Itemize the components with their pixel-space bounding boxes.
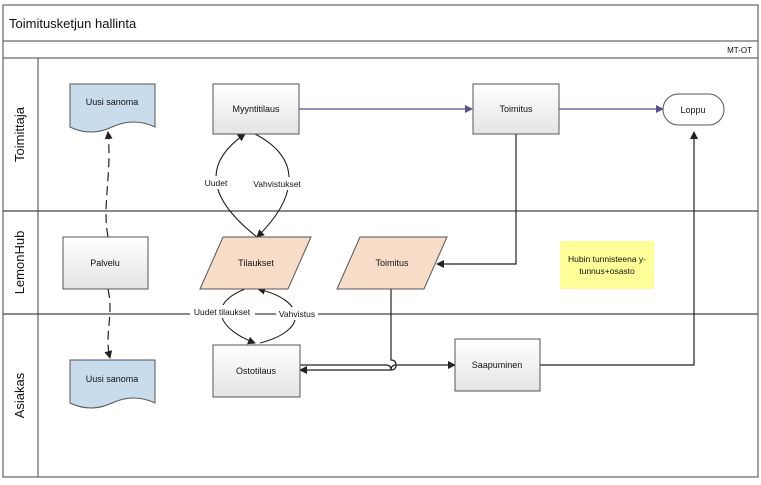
note-hubin-tunniste: Hubin tunnisteena y- tunnus+osasto [560, 241, 654, 289]
process-label: Ostotilaus [236, 366, 277, 376]
process-myyntitilaus[interactable]: Myyntitilaus [212, 83, 300, 135]
data-tilaukset[interactable]: Tilaukset [199, 236, 312, 290]
terminator-loppu[interactable]: Loppu [662, 93, 725, 126]
process-label: Toimitus [499, 104, 533, 114]
document-label: Uusi sanoma [86, 374, 139, 384]
label-bg-uudet [202, 176, 230, 189]
process-label: Palvelu [90, 258, 120, 268]
process-palvelu[interactable]: Palvelu [62, 236, 149, 290]
edge-palvelu-uusi-sanoma-bottom [104, 288, 113, 359]
terminator-label: Loppu [680, 105, 705, 115]
data-toimitus-hub[interactable]: Toimitus [336, 236, 448, 290]
edge-ostotilaus-saapuminen [300, 361, 456, 371]
document-label: Uusi sanoma [86, 97, 139, 107]
note-line-2: tunnus+osasto [579, 266, 635, 276]
edge-label-vahvistukset: Vahvistukset [253, 179, 301, 189]
label-bg-vahvistus [276, 307, 318, 320]
header-tag: MT-OT [727, 46, 752, 55]
document-uusi-sanoma-top[interactable]: Uusi sanoma [69, 83, 156, 133]
lane-label-lemonhub: LemonHub [12, 231, 27, 295]
lane-label-toimittaja: Toimittaja [12, 106, 27, 162]
process-label: Myyntitilaus [232, 104, 280, 114]
edge-label-vahvistus: Vahvistus [279, 309, 315, 319]
edge-label-uudet-tilaukset: Uudet tilaukset [194, 307, 251, 317]
phase-bar [2, 40, 759, 59]
edge-palvelu-uusi-sanoma-top [104, 131, 113, 238]
label-bg-uudet-tilaukset [190, 305, 255, 318]
edge-label-uudet: Uudet [205, 178, 228, 188]
title-bar [2, 4, 759, 42]
data-label: Tilaukset [238, 258, 274, 268]
diagram-title: Toimitusketjun hallinta [9, 16, 137, 31]
edge-toimitus-to-hub [436, 134, 517, 268]
process-ostotilaus[interactable]: Ostotilaus [212, 344, 301, 398]
label-bg-vahvistukset [249, 177, 305, 190]
edge-saapuminen-loppu [540, 131, 698, 366]
process-saapuminen[interactable]: Saapuminen [454, 338, 541, 392]
data-label: Toimitus [375, 258, 409, 268]
process-toimitus-supplier[interactable]: Toimitus [472, 83, 560, 135]
note-line-1: Hubin tunnisteena y- [568, 254, 646, 264]
process-label: Saapuminen [472, 360, 523, 370]
document-uusi-sanoma-bottom[interactable]: Uusi sanoma [69, 359, 156, 409]
lane-label-asiakas: Asiakas [12, 372, 27, 418]
